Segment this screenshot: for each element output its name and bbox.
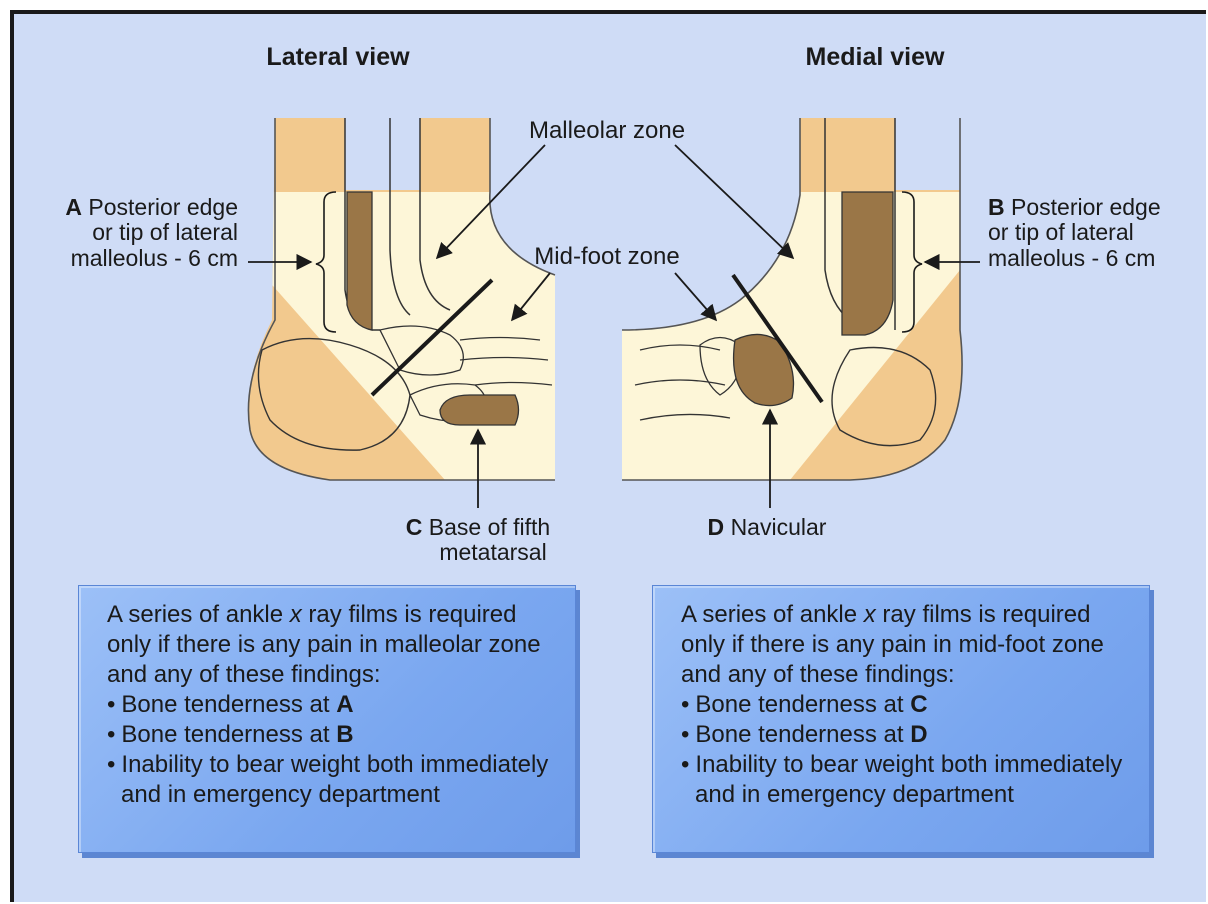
midfoot-zone-label: Mid-foot zone [534,243,679,270]
box-left-intro-2: only if there is any pain in malleolar z… [107,630,575,660]
finding-bone-tenderness-d: Bone tenderness at D [681,720,1149,750]
medial-view-title: Medial view [806,43,945,71]
box-right-intro-1: A series of ankle x ray films is require… [681,600,1149,630]
malleolar-zone-label: Malleolar zone [529,117,685,144]
midfoot-criteria-box: A series of ankle x ray films is require… [652,585,1150,853]
callout-c: C Base of fifth [406,514,550,540]
finding-inability-bear-weight: Inability to bear weight both immediatel… [107,750,575,780]
lateral-foot-illustration [240,110,570,490]
lateral-view-title: Lateral view [266,43,410,71]
callout-c-line2: metatarsal [439,539,546,565]
callout-d: D Navicular [708,514,827,540]
midfoot-arrow-right [675,273,716,320]
finding-bone-tenderness-a: Bone tenderness at A [107,690,575,720]
box-left-findings: Bone tenderness at A Bone tenderness at … [107,690,575,780]
malleolar-arrow-right [675,145,793,258]
finding-inability-bear-weight: Inability to bear weight both immediatel… [681,750,1149,780]
callout-b: B Posterior edge [988,194,1161,220]
finding-bone-tenderness-b: Bone tenderness at B [107,720,575,750]
finding-bone-tenderness-c: Bone tenderness at C [681,690,1149,720]
box-left-finding-3-cont: and in emergency department [107,780,575,810]
box-left-intro-1: A series of ankle x ray films is require… [107,600,575,630]
box-right-intro-3: and any of these findings: [681,660,1149,690]
callout-a-line2: or tip of lateral [92,219,238,245]
malleolar-criteria-box: A series of ankle x ray films is require… [78,585,576,853]
box-right-findings: Bone tenderness at C Bone tenderness at … [681,690,1149,780]
callout-a-line3: malleolus - 6 cm [71,245,238,271]
callout-b-line2: or tip of lateral [988,219,1134,245]
medial-foot-illustration [615,110,975,490]
callout-b-line3: malleolus - 6 cm [988,245,1155,271]
callout-a: A Posterior edge [65,194,238,220]
box-right-intro-2: only if there is any pain in mid-foot zo… [681,630,1149,660]
box-right-finding-3-cont: and in emergency department [681,780,1149,810]
box-left-intro-3: and any of these findings: [107,660,575,690]
